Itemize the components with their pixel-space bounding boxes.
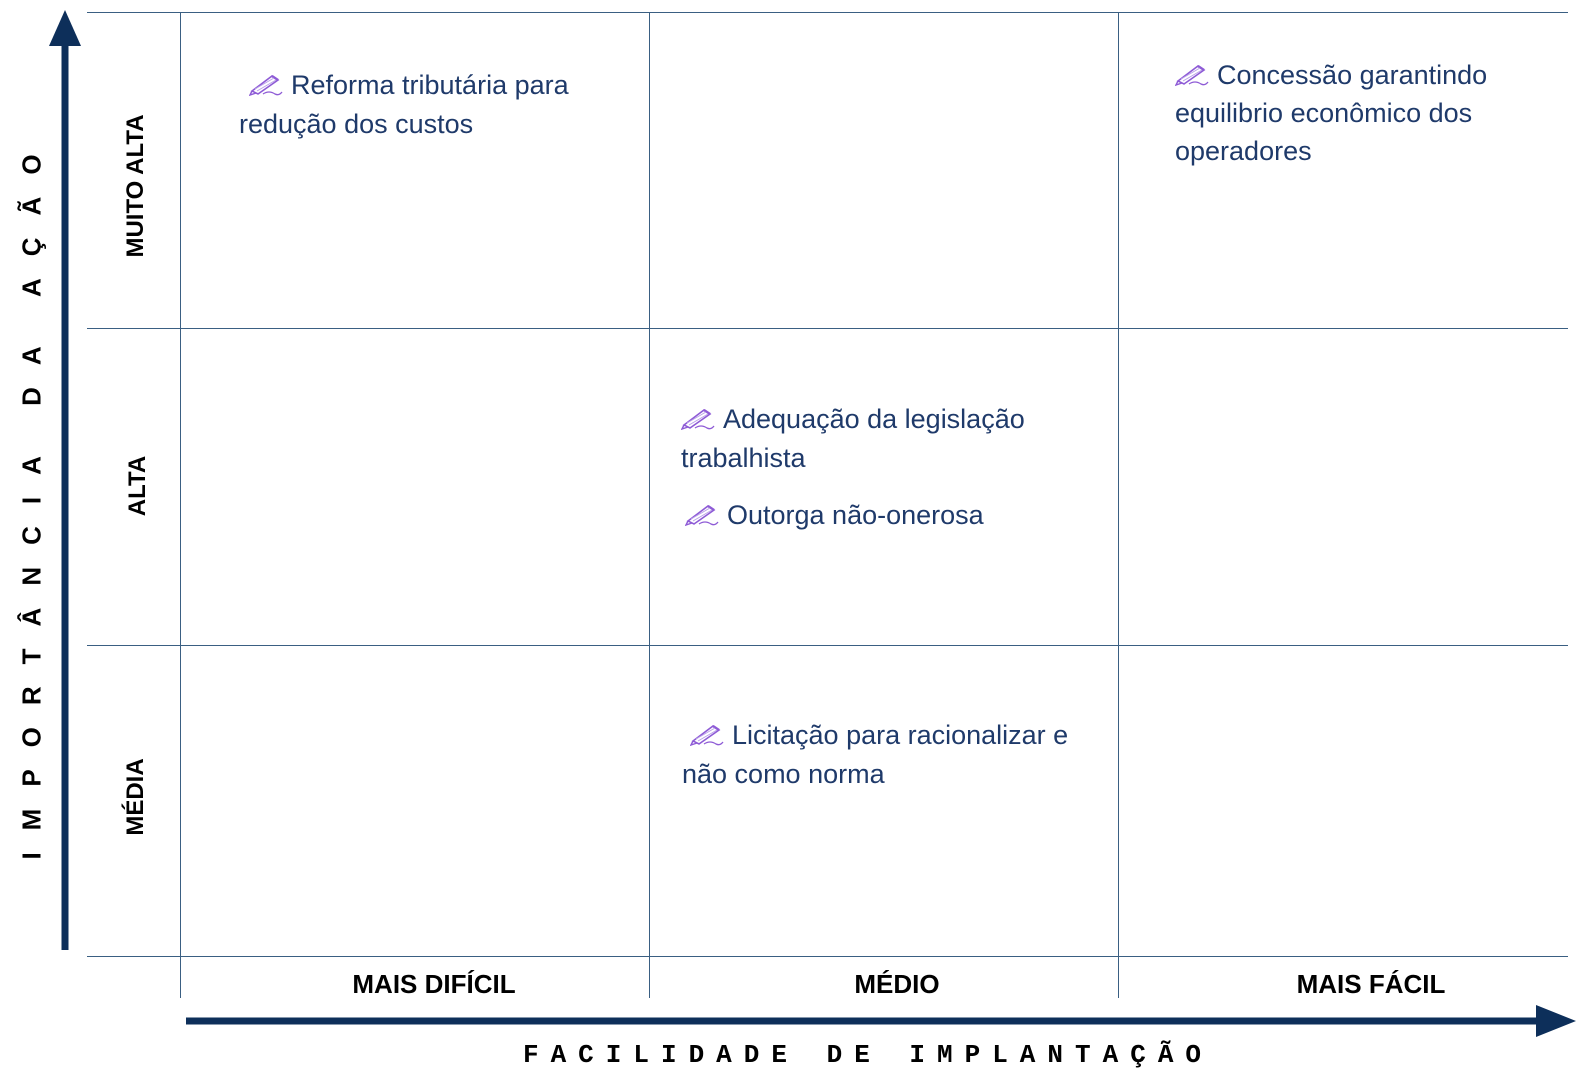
x-axis-arrow [186, 1005, 1576, 1037]
y-axis-arrow [49, 10, 81, 950]
writing-hand-icon [681, 406, 715, 430]
grid-line-col1 [649, 12, 650, 998]
item-outorga: Outorga não-onerosa [685, 496, 1105, 535]
grid-line-top [87, 12, 1568, 13]
item-text: Outorga não-onerosa [727, 500, 984, 530]
grid-line-row1 [87, 328, 1568, 329]
writing-hand-icon [690, 722, 724, 746]
grid-line-col0 [180, 12, 181, 998]
col-label-mais-dificil: MAIS DIFÍCIL [352, 969, 516, 999]
x-axis-title: FACILIDADE DE IMPLANTAÇÃO [522, 1040, 1214, 1070]
item-adequacao: Adequação da legislação trabalhista [681, 400, 1101, 478]
item-text: Licitação para racionalizar e não como n… [682, 720, 1069, 789]
row-label-muito-alta: MUITO ALTA [122, 114, 149, 258]
writing-hand-icon [685, 502, 719, 526]
row-label-alta: ALTA [124, 455, 151, 517]
grid-line-bottom [87, 956, 1568, 957]
item-text: Reforma tributária para redução dos cust… [239, 70, 569, 139]
col-label-medio: MÉDIO [854, 969, 940, 999]
grid-line-col2 [1118, 12, 1119, 998]
grid-line-row2 [87, 645, 1568, 646]
row-label-media: MÉDIA [122, 758, 149, 836]
writing-hand-icon [1175, 62, 1209, 86]
y-axis-title: IMPORTÂNCIA DA AÇÃO [16, 132, 47, 860]
item-licitacao: Licitação para racionalizar e não como n… [682, 716, 1102, 794]
item-text: Adequação da legislação trabalhista [681, 404, 1025, 473]
writing-hand-icon [249, 72, 283, 96]
item-text: Concessão garantindo equilibrio econômic… [1175, 60, 1488, 166]
item-concessao: Concessão garantindo equilibrio econômic… [1175, 56, 1560, 170]
item-reforma-tributaria: Reforma tributária para redução dos cust… [239, 66, 629, 144]
col-label-mais-facil: MAIS FÁCIL [1296, 969, 1446, 999]
